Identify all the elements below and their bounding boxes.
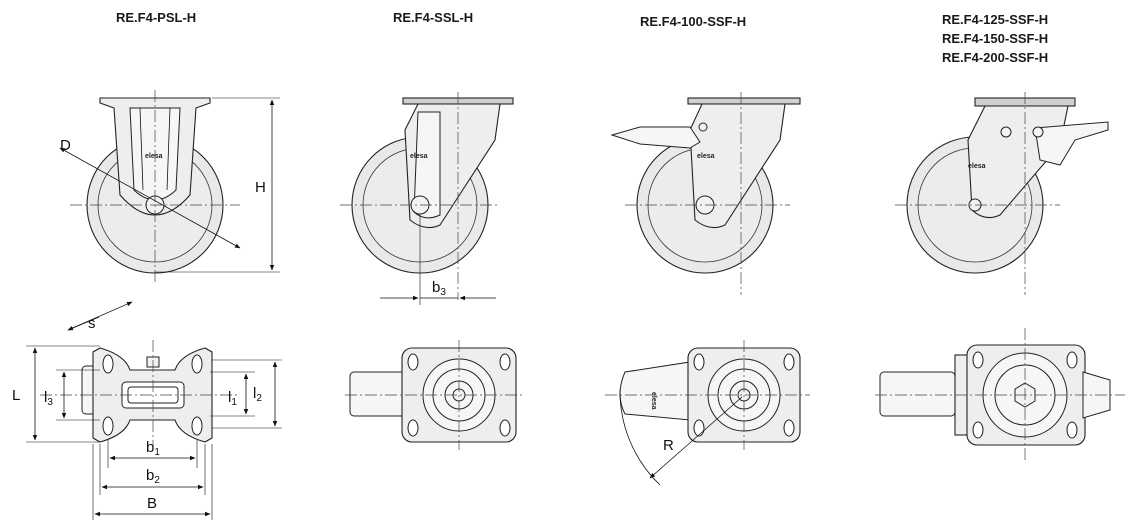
fork-bolt — [1000, 126, 1012, 138]
label-H: H — [255, 179, 266, 196]
mount-hole — [1066, 351, 1078, 369]
mount-hole — [783, 353, 795, 371]
label-l2: l2 — [253, 385, 262, 404]
mount-hole — [972, 351, 984, 369]
mount-hole — [102, 354, 114, 374]
mount-hole — [693, 353, 705, 371]
swivel-caster-side-view: elesa b3 — [340, 92, 514, 305]
mount-hole — [972, 421, 984, 439]
label-l1: l1 — [228, 389, 237, 408]
title-150-ssf: RE.F4-150-SSF-H — [942, 31, 1049, 46]
brake-pedal — [1034, 121, 1109, 166]
mount-hole — [1066, 421, 1078, 439]
label-B: B — [147, 495, 157, 512]
title-125-ssf: RE.F4-125-SSF-H — [942, 12, 1049, 27]
label-s: s — [88, 315, 96, 332]
mount-hole — [407, 353, 419, 371]
title-ssf-group: RE.F4-125-SSF-H RE.F4-150-SSF-H RE.F4-20… — [942, 10, 1048, 67]
fork-bolt — [1032, 126, 1044, 138]
label-l3: l3 — [44, 389, 53, 408]
fixed-caster-side-view: elesa D H — [59, 90, 280, 285]
label-b2: b2 — [146, 467, 160, 486]
mount-hole — [191, 416, 203, 436]
mount-hole — [693, 419, 705, 437]
brake-pedal-top — [619, 361, 691, 421]
wheel-top — [349, 371, 411, 417]
brand-logo: elesa — [650, 392, 657, 410]
mount-hole — [783, 419, 795, 437]
label-L: L — [12, 387, 20, 404]
brand-logo: elesa — [968, 163, 986, 170]
mount-hole — [499, 353, 511, 371]
label-b1: b1 — [146, 439, 160, 458]
swivel-fork — [689, 103, 786, 229]
brand-logo: elesa — [697, 153, 715, 160]
title-ssl: RE.F4-SSL-H — [393, 10, 474, 25]
swivel-brake-large-side-view: elesa — [895, 92, 1109, 295]
swivel-brake-100-side-view: elesa — [610, 92, 801, 295]
title-100-ssf: RE.F4-100-SSF-H — [640, 14, 747, 29]
brake-pivot — [698, 122, 708, 132]
title-psl: RE.F4-PSL-H — [116, 10, 197, 25]
mount-hole — [191, 354, 203, 374]
swivel-brake-100-top-view: elesa R — [605, 340, 810, 486]
swivel-caster-top-view — [345, 340, 525, 450]
swivel-brake-large-top-view — [875, 328, 1125, 460]
label-R: R — [663, 437, 674, 454]
mount-hole — [102, 416, 114, 436]
mount-hole — [407, 419, 419, 437]
wheel-top — [879, 371, 956, 417]
mount-hole — [499, 419, 511, 437]
label-D: D — [60, 137, 71, 154]
title-200-ssf: RE.F4-200-SSF-H — [942, 50, 1049, 65]
fixed-caster-top-view: s L l3 l1 l2 b1 b2 B — [12, 301, 282, 520]
brand-logo: elesa — [145, 153, 163, 160]
mounting-plate — [687, 97, 801, 105]
brand-logo: elesa — [410, 153, 428, 160]
brake-pedal — [610, 126, 701, 149]
label-b3: b3 — [432, 279, 446, 298]
